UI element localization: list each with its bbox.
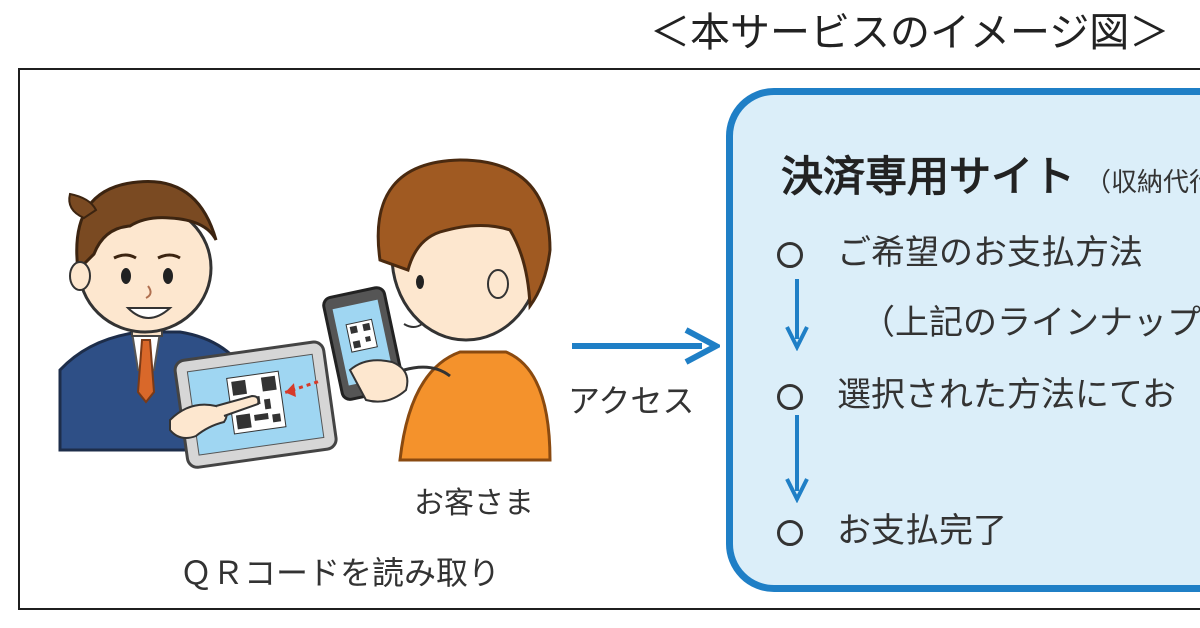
step-text: 選択された方法にてお — [837, 375, 1176, 415]
step-text: お支払完了 — [837, 511, 1007, 551]
circle-bullet-icon — [777, 383, 803, 410]
step-pay-by-method: 選択された方法にてお — [777, 367, 1176, 416]
staff-figure — [58, 179, 338, 469]
down-arrow-icon — [785, 415, 809, 503]
header-title: ＜本サービスのイメージ図＞ — [650, 10, 1170, 56]
diagram-frame: お客さま ＱＲコードを読み取り アクセス 決済専用サイト （収納代行 ご希望のお支… — [18, 68, 1200, 610]
step-select-method: ご希望のお支払方法 — [777, 225, 1143, 274]
circle-bullet-icon — [777, 241, 803, 268]
step-text: ご希望のお支払方法 — [837, 233, 1143, 273]
customer-figure — [322, 158, 552, 462]
access-arrow-icon — [572, 327, 720, 365]
payment-site-panel: 決済専用サイト （収納代行 ご希望のお支払方法 （上記のラインナップよ 選択された… — [726, 88, 1200, 592]
circle-bullet-icon — [777, 519, 803, 546]
down-arrow-icon — [785, 279, 809, 351]
qr-caption: ＱＲコードを読み取り — [180, 554, 501, 592]
site-title-main: 決済専用サイト — [781, 152, 1076, 201]
site-title-sub: （収納代行 — [1085, 168, 1200, 198]
site-title: 決済専用サイト （収納代行 — [781, 143, 1200, 204]
step-payment-complete: お支払完了 — [777, 503, 1007, 552]
access-label: アクセス — [568, 382, 695, 420]
lineup-note: （上記のラインナップよ — [861, 303, 1200, 343]
qr-scan-illustration — [58, 158, 720, 469]
customer-label: お客さま — [414, 486, 534, 521]
